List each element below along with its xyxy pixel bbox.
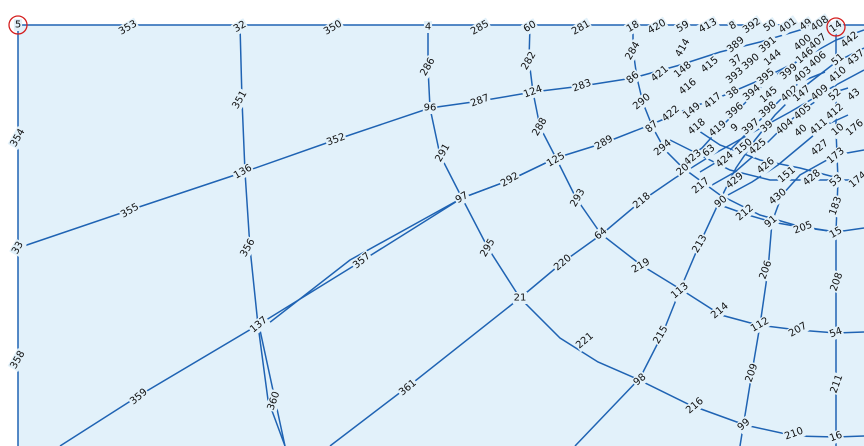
- node-52-label: 52: [825, 85, 845, 105]
- node-206-label: 206: [756, 258, 776, 282]
- highlight-circle-5: [8, 15, 28, 35]
- node-14-label: 14: [826, 17, 846, 37]
- node-352-label: 352: [324, 130, 348, 150]
- node-32-label: 32: [230, 18, 250, 36]
- node-360-label: 360: [264, 389, 284, 413]
- node-283-label: 283: [570, 76, 594, 96]
- node-10-label: 10: [828, 120, 848, 140]
- node-9-label: 9: [728, 120, 742, 136]
- node-96-label: 96: [422, 102, 438, 114]
- mesh-edge: [329, 69, 864, 446]
- svg-text:5: 5: [15, 20, 21, 31]
- node-209-label: 209: [742, 361, 762, 385]
- node-33-label: 33: [9, 238, 27, 258]
- node-49-label: 49: [796, 15, 816, 35]
- node-86-label: 86: [623, 68, 643, 88]
- highlight-markers: [8, 15, 846, 37]
- svg-text:4: 4: [425, 22, 431, 33]
- mesh-edge: [727, 114, 849, 196]
- node-15-label: 15: [826, 224, 846, 242]
- node-97-label: 97: [452, 189, 472, 207]
- node-59-label: 59: [673, 18, 693, 36]
- node-39-label: 39: [757, 117, 777, 137]
- node-21-label: 21: [512, 292, 528, 304]
- node-287-label: 287: [468, 91, 492, 111]
- svg-text:21: 21: [514, 293, 527, 304]
- node-183-label: 183: [826, 194, 846, 218]
- node-53-label: 53: [826, 171, 846, 191]
- node-16-label: 16: [827, 428, 845, 446]
- svg-text:54: 54: [828, 326, 844, 341]
- node-91-label: 91: [761, 212, 781, 232]
- node-208-label: 208: [827, 270, 847, 294]
- node-211-label: 211: [827, 372, 847, 396]
- node-54-label: 54: [827, 324, 845, 342]
- svg-text:96: 96: [424, 103, 437, 114]
- node-98-label: 98: [630, 370, 650, 390]
- node-40-label: 40: [791, 121, 811, 141]
- node-90-label: 90: [711, 192, 731, 212]
- mesh-edge: [17, 24, 837, 249]
- node-99-label: 99: [734, 415, 754, 435]
- mesh-edge: [427, 25, 864, 438]
- node-38-label: 38: [723, 83, 743, 103]
- node-210-label: 210: [782, 424, 806, 444]
- node-64-label: 64: [591, 224, 611, 244]
- node-205-label: 205: [791, 218, 815, 238]
- node-18-label: 18: [623, 18, 643, 36]
- node-50-label: 50: [760, 16, 780, 36]
- svg-text:16: 16: [828, 430, 844, 445]
- node-5-label: 5: [13, 19, 23, 31]
- node-124-label: 124: [521, 82, 545, 102]
- node-8-label: 8: [726, 18, 740, 34]
- node-4-label: 4: [423, 21, 433, 33]
- highlight-circle-14: [826, 17, 846, 37]
- node-60-label: 60: [520, 18, 540, 36]
- svg-text:8: 8: [727, 20, 738, 33]
- node-87-label: 87: [642, 117, 662, 137]
- node-43-label: 43: [844, 85, 864, 105]
- node-20-label: 20: [673, 160, 693, 180]
- svg-text:9: 9: [729, 122, 741, 135]
